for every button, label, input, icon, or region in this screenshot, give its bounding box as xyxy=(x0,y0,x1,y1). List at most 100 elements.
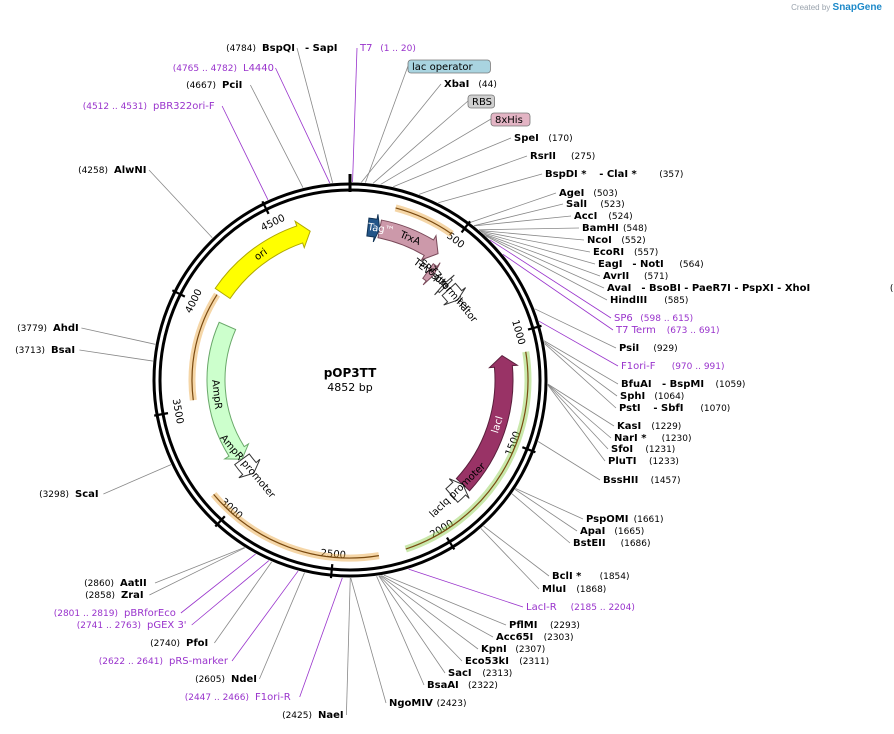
site-position: (3298) xyxy=(39,490,69,500)
site-name: F1ori-R xyxy=(255,692,291,703)
site-position: (1231) xyxy=(645,445,675,455)
site-name: pRS-marker xyxy=(169,656,229,667)
site-name: HindIII xyxy=(610,295,647,306)
site-position: (44) xyxy=(478,80,496,90)
leader-line xyxy=(380,575,479,650)
site-label: PspOMI(1661) xyxy=(586,514,664,525)
leader-line xyxy=(469,192,557,223)
site-name: AvaI xyxy=(607,283,631,294)
feature-arrow xyxy=(455,354,519,492)
site-name: BclI * xyxy=(552,571,582,582)
site-name: BstEII xyxy=(573,538,606,549)
site-position: (598 .. 615) xyxy=(640,314,693,324)
leader-line xyxy=(485,235,608,301)
primer-arc-glow xyxy=(210,492,380,562)
site-position: (3779) xyxy=(17,324,47,334)
site-position: (4784) xyxy=(226,44,256,54)
site-name: RsrII xyxy=(530,151,556,162)
site-name: SP6 xyxy=(614,313,633,324)
site-name: ZraI xyxy=(121,590,144,601)
leader-line xyxy=(544,343,617,409)
leader-line xyxy=(479,230,585,241)
site-position: (2303) xyxy=(544,633,574,643)
leader-line xyxy=(376,576,425,686)
leader-line xyxy=(346,577,351,716)
site-name: BssHII xyxy=(603,475,638,486)
site-position: (1686) xyxy=(621,539,651,549)
leader-line xyxy=(275,67,331,184)
leader-line xyxy=(515,488,584,520)
site-position: (1854) xyxy=(600,572,630,582)
leader-line xyxy=(221,105,269,200)
leader-line xyxy=(259,572,305,680)
leader-line xyxy=(483,233,601,277)
site-name: NgoMIV xyxy=(389,698,433,709)
leader-line xyxy=(299,577,343,698)
site-position: (1070) xyxy=(700,404,730,414)
site-label: NcoI(552) xyxy=(587,235,646,246)
site-label: BclI * (1854) xyxy=(552,571,630,582)
site-position: (1059) xyxy=(716,380,746,390)
site-label: SP6 (598 .. 615) xyxy=(614,313,693,324)
site-label: AccI(524) xyxy=(574,211,633,222)
site-name: T7 Term xyxy=(615,325,656,336)
site-name: pBRforEco xyxy=(124,608,176,619)
feature-arrow xyxy=(377,219,439,261)
site-position: (4512 .. 4531) xyxy=(83,102,147,112)
leader-line xyxy=(148,169,213,239)
site-label: PstI- SbfI(1070) xyxy=(619,403,730,414)
site-label: 8xHis xyxy=(490,112,531,127)
site-position: (2860) xyxy=(84,579,114,589)
site-extra-name: - SbfI xyxy=(653,403,683,414)
site-label: SpeI(170) xyxy=(514,133,573,144)
leader-line xyxy=(547,383,615,427)
leader-line xyxy=(474,215,572,227)
site-label: PflMI(2293) xyxy=(509,620,580,631)
ruler-tick xyxy=(527,324,542,331)
leader-line xyxy=(480,528,540,590)
site-name: EagI xyxy=(598,259,622,270)
site-name: pGEX 3' xyxy=(147,620,187,631)
site-extra-name: - BspMI xyxy=(662,379,704,390)
site-position: (2311) xyxy=(519,657,549,667)
leader-line xyxy=(438,173,543,204)
site-name: Eco53kI xyxy=(465,656,509,667)
feature-tag-box xyxy=(467,94,496,109)
site-label: BstEII (1686) xyxy=(573,538,651,549)
site-name: L4440 xyxy=(243,63,274,74)
site-label: SacI(2313) xyxy=(448,668,512,679)
site-position: (2740) xyxy=(150,639,180,649)
site-extra-name: - NotI xyxy=(632,259,663,270)
leader-line xyxy=(534,308,617,349)
site-label: LacI-R(2185 .. 2204) xyxy=(526,602,635,613)
site-name: AvrII xyxy=(603,271,629,282)
primer-arc xyxy=(395,207,453,235)
feature-tag-box xyxy=(490,112,531,127)
site-name: LacI-R xyxy=(526,602,557,613)
leader-line xyxy=(149,547,246,596)
site-name: NarI * xyxy=(614,433,647,444)
leader-line xyxy=(511,493,571,544)
ruler-tick xyxy=(521,446,536,454)
site-name: AhdI xyxy=(53,323,79,334)
leader-line xyxy=(408,568,524,608)
site-name: PluTI xyxy=(608,456,636,467)
site-position: (275) xyxy=(571,152,595,162)
primer-arc xyxy=(191,294,218,401)
site-position: (1457) xyxy=(651,476,681,486)
site-position: (4765 .. 4782) xyxy=(173,64,237,74)
feature-arrow xyxy=(214,219,311,300)
site-name: XbaI xyxy=(444,79,469,90)
site-position: (552) xyxy=(621,236,645,246)
site-label: BssHII (1457) xyxy=(603,475,681,486)
site-label: PsiI(929) xyxy=(619,343,678,354)
site-position: (2313) xyxy=(482,669,512,679)
site-position: (1661) xyxy=(634,515,664,525)
site-position: (2293) xyxy=(550,621,580,631)
leader-line xyxy=(180,553,256,614)
leader-line xyxy=(418,155,528,195)
ruler-tick xyxy=(171,289,186,298)
site-label: ZraI(2858) xyxy=(85,590,144,601)
leader-line xyxy=(250,84,304,188)
